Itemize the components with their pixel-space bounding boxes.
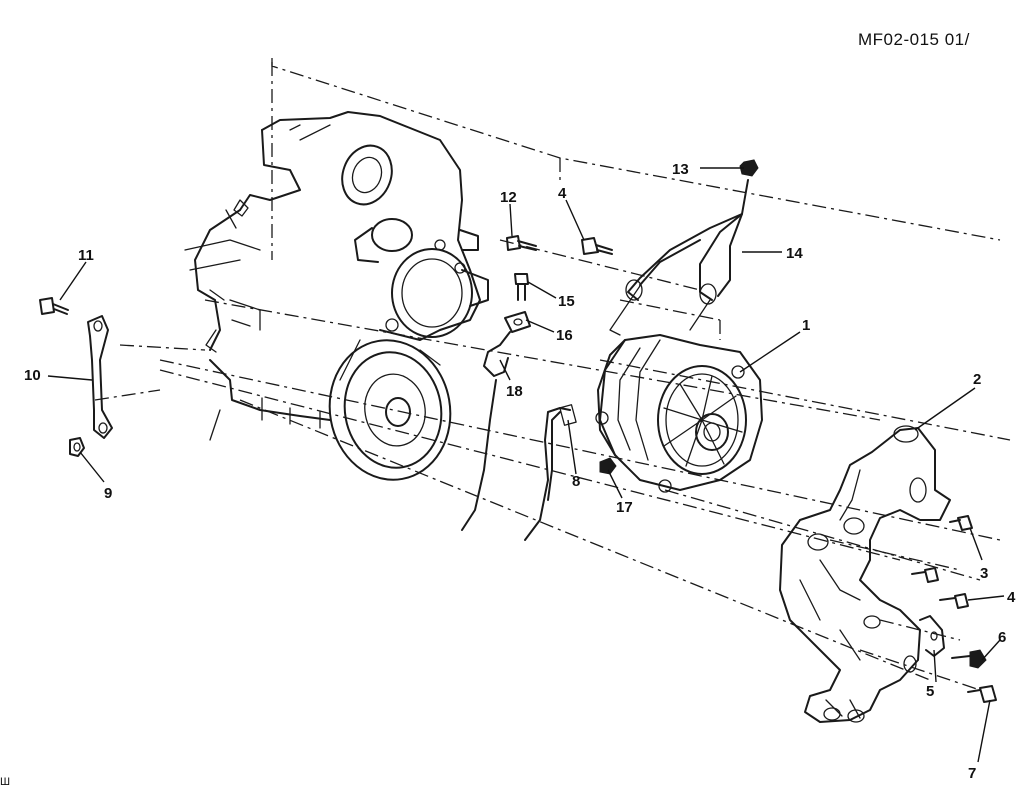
callout-3: 3 — [980, 565, 988, 582]
assembly-axis-lines — [94, 58, 1011, 691]
alternator — [595, 334, 763, 493]
callout-10: 10 — [24, 367, 41, 384]
wire-harness-18 — [461, 331, 511, 531]
fasteners — [39, 159, 997, 703]
callout-6: 6 — [998, 629, 1006, 646]
callout-16: 16 — [556, 327, 573, 344]
callout-8: 8 — [572, 473, 580, 490]
clip-5 — [919, 615, 945, 657]
callout-labels: 1 2 3 4 4 5 6 7 8 9 10 11 12 13 14 15 16… — [24, 161, 1016, 782]
callout-7: 7 — [968, 765, 976, 782]
strap-10 — [87, 315, 113, 439]
nut-9 — [69, 437, 85, 457]
callout-18: 18 — [506, 383, 523, 400]
bolt-15 — [514, 273, 529, 301]
document-id: MF02-015 01/ — [858, 30, 970, 49]
bolt-4-lower — [939, 593, 969, 609]
callout-9: 9 — [104, 485, 112, 502]
callout-2: 2 — [973, 371, 981, 388]
adjusting-brace — [609, 179, 749, 336]
engine-block — [184, 111, 489, 481]
callout-4-lower: 4 — [1007, 589, 1016, 606]
bolt-3-upper — [949, 515, 973, 531]
bolt-4-upper — [581, 237, 613, 255]
wire-lead-8 — [524, 404, 577, 541]
bolt-6 — [951, 649, 987, 669]
callout-13: 13 — [672, 161, 689, 178]
mounting-bracket — [779, 425, 951, 723]
callout-5: 5 — [926, 683, 934, 700]
bolt-12 — [506, 235, 537, 251]
leader-lines — [47, 167, 1005, 763]
nut-17 — [599, 457, 617, 475]
callout-17: 17 — [616, 499, 633, 516]
callout-1: 1 — [802, 317, 810, 334]
bolt-11 — [39, 297, 69, 315]
terminal-16 — [504, 311, 531, 333]
callout-4-upper: 4 — [558, 185, 567, 202]
nut-13 — [739, 159, 759, 177]
bolt-7 — [967, 685, 997, 703]
callout-14: 14 — [786, 245, 803, 262]
bolt-3-lower — [911, 567, 939, 583]
callout-11: 11 — [78, 247, 94, 264]
callout-15: 15 — [558, 293, 575, 310]
corner-mark: Ш — [0, 776, 11, 788]
callout-12: 12 — [500, 189, 517, 206]
